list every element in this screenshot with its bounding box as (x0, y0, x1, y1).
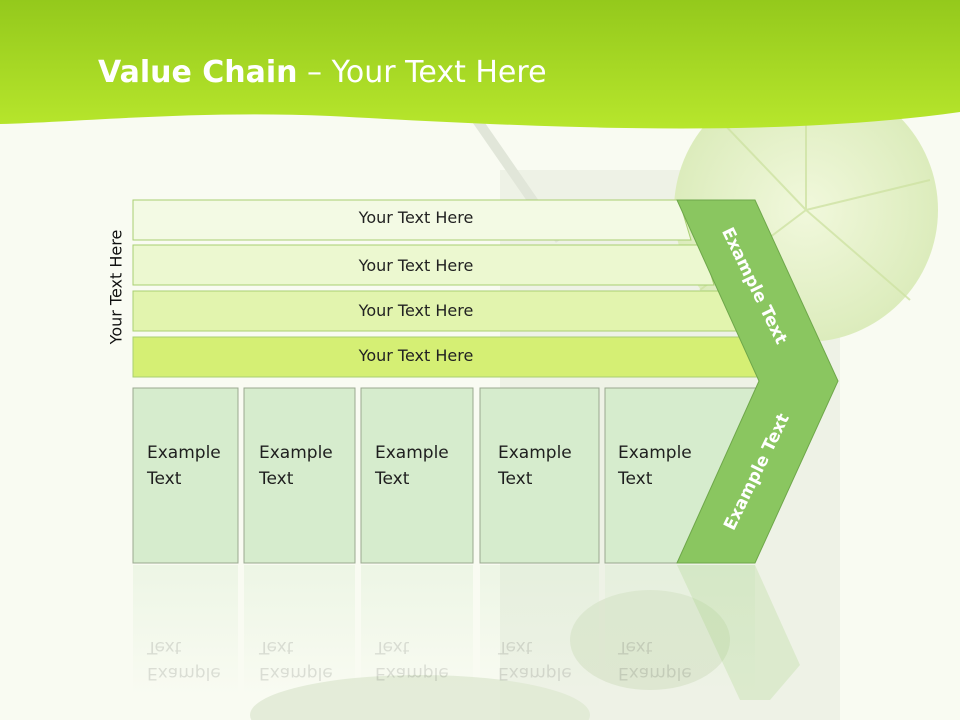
column-5-line2: Text (618, 469, 653, 489)
column-2-reflection: Example Text (259, 634, 359, 686)
band-4-label: Your Text Here (358, 346, 474, 365)
header-band (0, 0, 960, 129)
column-1-line2: Text (147, 469, 182, 489)
column-3-line2: Text (375, 469, 410, 489)
chevron-arrow (676, 199, 839, 564)
column-5-line1: Example (618, 443, 692, 463)
column-1-line1: Example (147, 443, 221, 463)
column-3-shape (360, 387, 474, 564)
column-4-reflection-line1: Example (498, 663, 572, 683)
column-4-line1: Example (498, 443, 572, 463)
band-2-shape (132, 244, 715, 286)
column-4-line2: Text (498, 469, 533, 489)
column-2-reflection-line1: Example (259, 663, 333, 683)
side-label: Your Text Here (106, 229, 126, 345)
column-5-reflection-line2: Text (618, 637, 653, 657)
column-5-reflection: Example Text (618, 634, 718, 686)
column-1-reflection: Example Text (147, 634, 247, 686)
slide-title-rest: – Your Text Here (297, 55, 547, 90)
column-2-line2: Text (259, 469, 294, 489)
slide-title-bold: Value Chain (98, 55, 298, 90)
column-5-reflection-line1: Example (618, 663, 692, 683)
band-1-shape (132, 199, 692, 241)
band-1-label: Your Text Here (358, 208, 474, 227)
column-2-shape (243, 387, 356, 564)
column-4-reflection: Example Text (498, 634, 598, 686)
column-3-reflection-line2: Text (375, 637, 410, 657)
column-1-shape (132, 387, 239, 564)
column-2-reflection-line2: Text (259, 637, 294, 657)
column-3-line1: Example (375, 443, 449, 463)
columns-reflection (133, 565, 755, 695)
column-1-reflection-line1: Example (147, 663, 221, 683)
column-4-reflection-line2: Text (498, 637, 533, 657)
column-1-reflection-line2: Text (147, 637, 182, 657)
column-2-line1: Example (259, 443, 333, 463)
chevron-reflection (677, 565, 800, 700)
column-4-shape (479, 387, 600, 564)
band-3-label: Your Text Here (358, 301, 474, 320)
column-3-reflection: Example Text (375, 634, 475, 686)
slide-title: Value Chain – Your Text Here (98, 55, 547, 90)
band-2-label: Your Text Here (358, 256, 474, 275)
column-3-reflection-line1: Example (375, 663, 449, 683)
